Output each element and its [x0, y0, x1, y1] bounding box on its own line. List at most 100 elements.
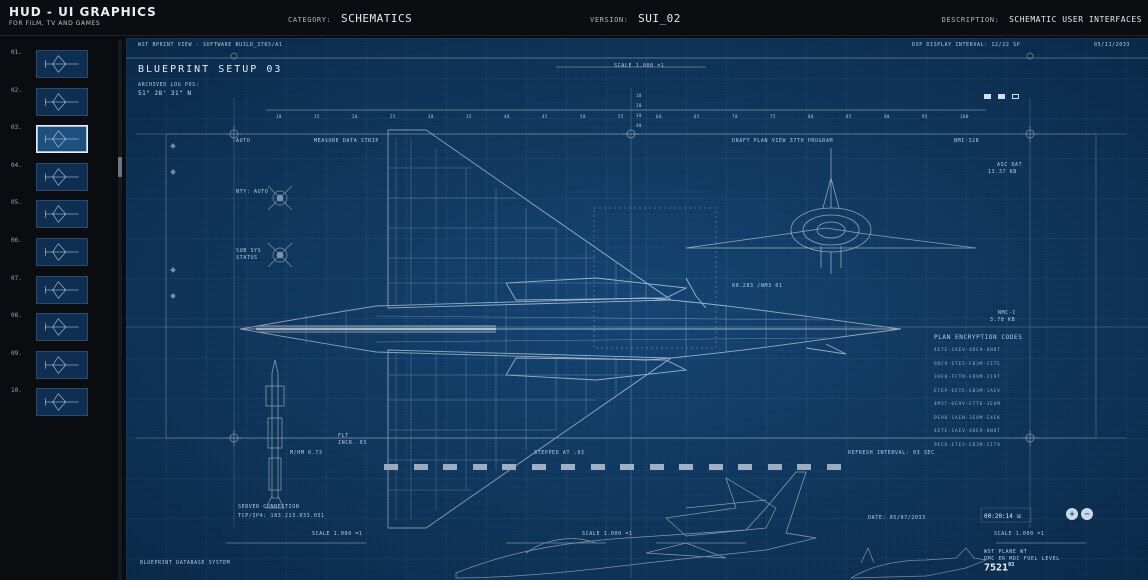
sidebar-item-number: 02.: [11, 86, 22, 94]
sidebar-item[interactable]: 04.: [0, 162, 112, 192]
sidebar-item[interactable]: 05.: [0, 199, 112, 229]
scale-bottom-left: SCALE 1.000 =1: [312, 531, 363, 537]
progress-square: [708, 464, 723, 470]
draft-label: DRAFT PLAN VIEW 37TH PROGRAM: [732, 138, 834, 144]
encryption-codes: 4E7E-1AEV-8DE9-8N8T 9DC9-ETE5-EB3M-21TE 3A…: [934, 348, 1034, 456]
nm-label: NMI-328: [954, 138, 980, 144]
wst-label: WST PLANE WT: [984, 549, 1028, 555]
sidebar-thumbnail[interactable]: [36, 313, 88, 342]
description-value: SCHEMATIC USER INTERFACES: [1009, 15, 1142, 24]
sidebar-thumbnail[interactable]: [36, 162, 88, 191]
ruler-tick-label: 45: [542, 114, 549, 119]
blueprint-title: BLUEPRINT SETUP 03: [138, 64, 283, 75]
sidebar-scrollbar-thumb[interactable]: [118, 157, 122, 177]
jet-thumbnail-icon: [45, 205, 79, 224]
encryption-code: 4M5T-DE9V-ETT6-3E0M: [934, 402, 1001, 407]
ruler-tick-label: 80: [808, 114, 815, 119]
header-right-label: DSP DISPLAY INTERVAL: 12/22 SP: [912, 42, 1021, 48]
sidebar-item[interactable]: 03.: [0, 124, 112, 154]
progress-square: [561, 464, 575, 470]
jet-thumbnail-icon: [45, 130, 79, 148]
vruler-tick-label: 40: [636, 123, 643, 128]
category-key: CATEGORY:: [288, 16, 332, 24]
description-key: DESCRIPTION:: [941, 16, 1000, 24]
flt-value: INCR. 03: [338, 440, 367, 446]
window-icon[interactable]: [984, 94, 991, 99]
sidebar-item[interactable]: 06.: [0, 237, 112, 267]
sidebar-thumbnail[interactable]: [36, 200, 88, 229]
window-icon[interactable]: [998, 94, 1005, 99]
sidebar-item[interactable]: 01.: [0, 49, 112, 79]
sidebar-item[interactable]: 02.: [0, 87, 112, 117]
sidebar-thumbnail[interactable]: [36, 50, 88, 78]
flt-label: FLT: [338, 433, 349, 439]
zoom-out-button[interactable]: −: [1081, 508, 1093, 520]
top-bar: HUD - UI GRAPHICS FOR FILM, TV AND GAMES…: [0, 0, 1148, 36]
ruler-tick-label: 20: [352, 114, 359, 119]
asc-value: 13.37 KB: [988, 169, 1017, 175]
date-top: 05/11/2033: [1094, 42, 1131, 48]
sidebar-thumbnail[interactable]: [36, 275, 88, 304]
version-meta: VERSION: SUI_02: [590, 7, 681, 26]
version-value: SUI_02: [638, 12, 681, 25]
nmc-label: NMC-C: [998, 310, 1017, 316]
sidebar-scrollbar[interactable]: [118, 40, 122, 580]
encryption-title: PLAN ENCRYPTION CODES: [934, 334, 1023, 341]
vruler-tick-label: 20: [636, 103, 643, 108]
sidebar-thumbnail[interactable]: [36, 125, 88, 154]
window-icon[interactable]: [1012, 94, 1019, 99]
server-label: SERVER CONNECTION: [238, 504, 300, 510]
ruler-tick-label: 25: [390, 114, 397, 119]
sidebar-item-number: 10.: [11, 387, 22, 395]
nmc-value: 3.78 KB: [990, 317, 1016, 323]
sidebar-thumbnail[interactable]: [36, 388, 88, 417]
sidebar-item-number: 09.: [11, 349, 22, 357]
progress-square: [767, 464, 782, 470]
sidebar-item-number: 04.: [11, 161, 22, 169]
encryption-code: ETEP-EETE-EB3M-1AEV: [934, 388, 1001, 394]
timer: 00:20:14 SE: [984, 513, 1021, 520]
progress-square: [826, 464, 841, 470]
encryption-code: 4E7E-1AEV-8DE9-8N8T: [934, 348, 1001, 353]
progress-square: [384, 464, 398, 470]
timer-unit: SE: [1016, 514, 1022, 519]
mhm-label: M/HM 0.73: [290, 450, 323, 456]
archived-label: ARCHIVED LOG POS:: [138, 82, 200, 88]
encryption-code: 9DC9-ETE5-EB3M-21TE: [934, 361, 1001, 367]
thumbnail-sidebar: 01. 02. 03. 04. 05. 06. 07. 08. 09. 10.: [0, 37, 112, 580]
ruler-tick-label: 85: [846, 114, 853, 119]
zoom-in-button[interactable]: +: [1066, 508, 1078, 520]
ruler-tick-label: 95: [922, 114, 929, 119]
date-bottom: DATE: 05/07/2033: [868, 515, 926, 521]
stepped-label: STEPPED AT .03: [534, 450, 585, 456]
description-meta: DESCRIPTION: SCHEMATIC USER INTERFACES: [942, 7, 1142, 26]
ruler-tick-label: 90: [884, 114, 891, 119]
scale-top: SCALE 1.000 =1: [614, 63, 665, 69]
version-key: VERSION:: [590, 16, 629, 24]
encryption-code: 9ECD-ETE5-ED3M-21T8: [934, 442, 1001, 448]
sidebar-item[interactable]: 10.: [0, 387, 112, 417]
sidebar-item[interactable]: 07.: [0, 275, 112, 305]
encryption-code: 3AE8-FCTN-ER9M-219T: [934, 375, 1001, 380]
sidebar-item[interactable]: 09.: [0, 350, 112, 380]
ruler-tick-label: 75: [770, 114, 777, 119]
sidebar-thumbnail[interactable]: [36, 350, 88, 379]
sidebar-item[interactable]: 08.: [0, 312, 112, 342]
ruler-tick-label: 70: [732, 114, 739, 119]
jet-thumbnail-icon: [45, 393, 79, 412]
scale-bottom-right: SCALE 1.000 =1: [994, 531, 1045, 537]
progress-square: [443, 464, 457, 470]
jet-thumbnail-icon: [45, 243, 79, 261]
jet-thumbnail-icon: [45, 280, 79, 299]
jet-thumbnail-icon: [45, 92, 79, 111]
fuel-level-value: 7521: [984, 562, 1009, 574]
sidebar-thumbnail[interactable]: [36, 87, 88, 116]
pos-label: 00.283 /NM3 01: [732, 283, 783, 289]
sidebar-thumbnail[interactable]: [36, 238, 88, 266]
progress-square: [502, 464, 516, 470]
jet-thumbnail-icon: [45, 167, 79, 186]
refresh-label: REFRESH INTERVAL: 03 SEC: [848, 450, 935, 456]
db-label: BLUEPRINT DATABASE SYSTEM: [140, 560, 231, 566]
progress-square: [472, 464, 487, 470]
sidebar-item-number: 08.: [11, 312, 22, 320]
